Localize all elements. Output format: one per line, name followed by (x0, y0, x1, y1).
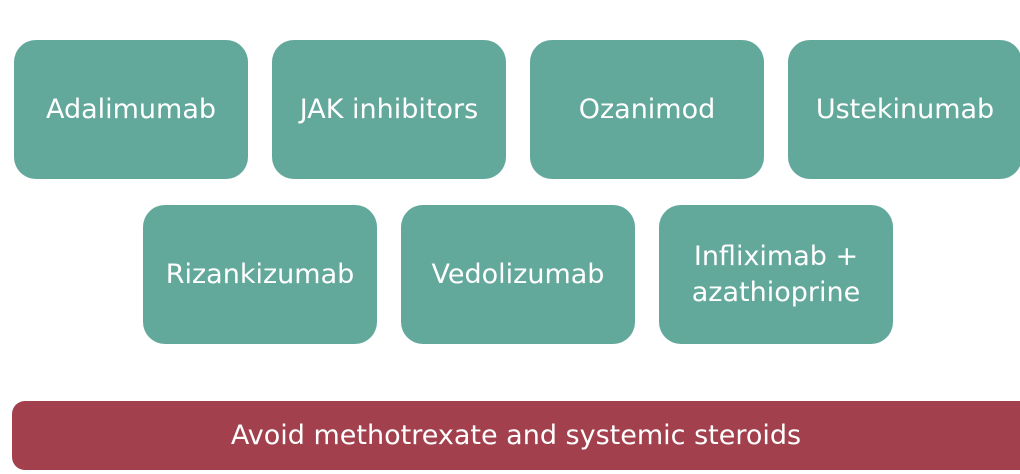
drug-label: Adalimumab (45, 93, 217, 125)
warning-label: Avoid methotrexate and systemic steroids (230, 420, 802, 451)
drug-box-ozanimod: Ozanimod (530, 40, 764, 179)
drug-label: Vedolizumab (431, 258, 605, 290)
drug-box-ustekinumab: Ustekinumab (788, 40, 1020, 179)
drug-label: Ustekinumab (815, 93, 995, 125)
drug-label: JAK inhibitors (299, 93, 479, 125)
drug-label: Ozanimod (578, 93, 716, 125)
drug-box-infliximab-azathioprine: Infliximab + azathioprine (659, 205, 893, 344)
drug-label: Infliximab + azathioprine (691, 240, 861, 308)
drug-label: Rizankizumab (165, 258, 355, 290)
drug-box-adalimumab: Adalimumab (14, 40, 248, 179)
drug-box-vedolizumab: Vedolizumab (401, 205, 635, 344)
drug-box-rizankizumab: Rizankizumab (143, 205, 377, 344)
warning-bar: Avoid methotrexate and systemic steroids (12, 401, 1020, 470)
drug-box-jak-inhibitors: JAK inhibitors (272, 40, 506, 179)
